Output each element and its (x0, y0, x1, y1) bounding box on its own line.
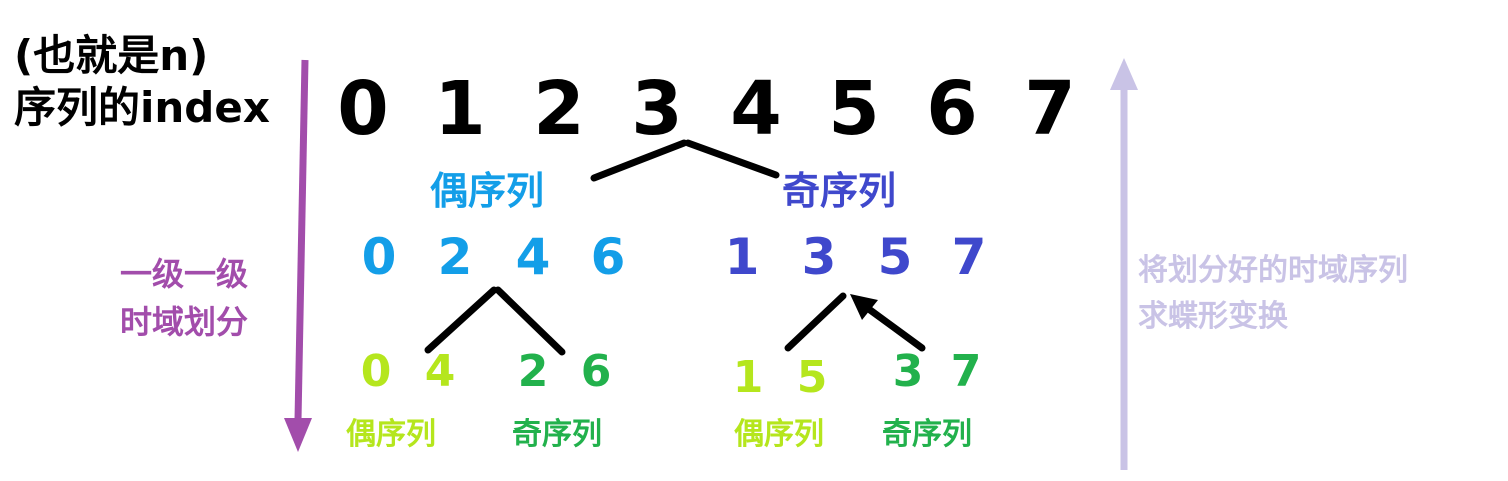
level1-odd-value-2: 5 (877, 228, 913, 286)
level2-group3-value-1: 7 (950, 346, 982, 397)
top-index-5: 5 (828, 66, 880, 152)
level2-group3-label: 奇序列 (882, 417, 972, 452)
level1-odd-value-3: 7 (951, 228, 987, 286)
left-arrow-label-line2: 时域划分 (120, 303, 249, 341)
top-index-1: 1 (434, 66, 486, 152)
top-index-7: 7 (1024, 66, 1076, 152)
top-index-4: 4 (730, 66, 782, 152)
top-index-6: 6 (926, 66, 978, 152)
split-line-even-level1 (590, 139, 688, 182)
level2-group0-label: 偶序列 (346, 417, 436, 452)
right-arrow-label-line2: 求蝶形变换 (1138, 299, 1288, 334)
left-arrow-label-line1: 一级一级 (120, 255, 249, 293)
level2-group2-label: 偶序列 (734, 417, 824, 452)
level1-odd-value-0: 1 (724, 228, 760, 286)
level1-even-value-0: 0 (361, 228, 397, 286)
top-index-2: 2 (533, 66, 585, 152)
top-index-0: 0 (337, 66, 389, 152)
level1-odd-label: 奇序列 (782, 169, 897, 213)
split-line-odd-group-left (784, 292, 847, 352)
level2-group0-value-0: 0 (360, 346, 392, 397)
level1-even-value-3: 6 (590, 228, 626, 286)
level2-group1-value-1: 6 (580, 346, 612, 397)
right-arrow-label-line1: 将划分好的时域序列 (1138, 253, 1408, 288)
level1-even-value-1: 2 (437, 228, 473, 286)
left-arrow-label: 一级一级 时域划分 (120, 250, 248, 346)
split-line-even-group-right (494, 286, 566, 356)
split-line-odd-level1 (684, 139, 780, 179)
level2-group2-value-1: 5 (796, 352, 828, 403)
right-up-arrow-head (1110, 58, 1138, 90)
index-label-line2: 序列的index (14, 83, 270, 132)
index-label: (也就是n) 序列的index (14, 30, 270, 134)
split-line-odd-group-right-arrowhead (850, 294, 878, 320)
level2-group1-label: 奇序列 (512, 417, 602, 452)
level1-even-label: 偶序列 (430, 169, 545, 213)
level2-group1-value-0: 2 (517, 346, 549, 397)
right-arrow-label: 将划分好的时域序列 求蝶形变换 (1138, 248, 1408, 340)
top-index-3: 3 (631, 66, 683, 152)
level1-odd-value-1: 3 (801, 228, 837, 286)
level2-group0-value-1: 4 (424, 346, 456, 397)
split-line-even-group-left (424, 286, 498, 354)
split-line-odd-group-right-shaft (862, 303, 926, 352)
index-label-line1: (也就是n) (14, 31, 209, 80)
left-down-arrow-head (284, 418, 312, 452)
left-down-arrow-shaft (294, 59, 309, 421)
level2-group3-value-0: 3 (892, 346, 924, 397)
level2-group2-value-0: 1 (732, 352, 764, 403)
level1-even-value-2: 4 (515, 228, 551, 286)
